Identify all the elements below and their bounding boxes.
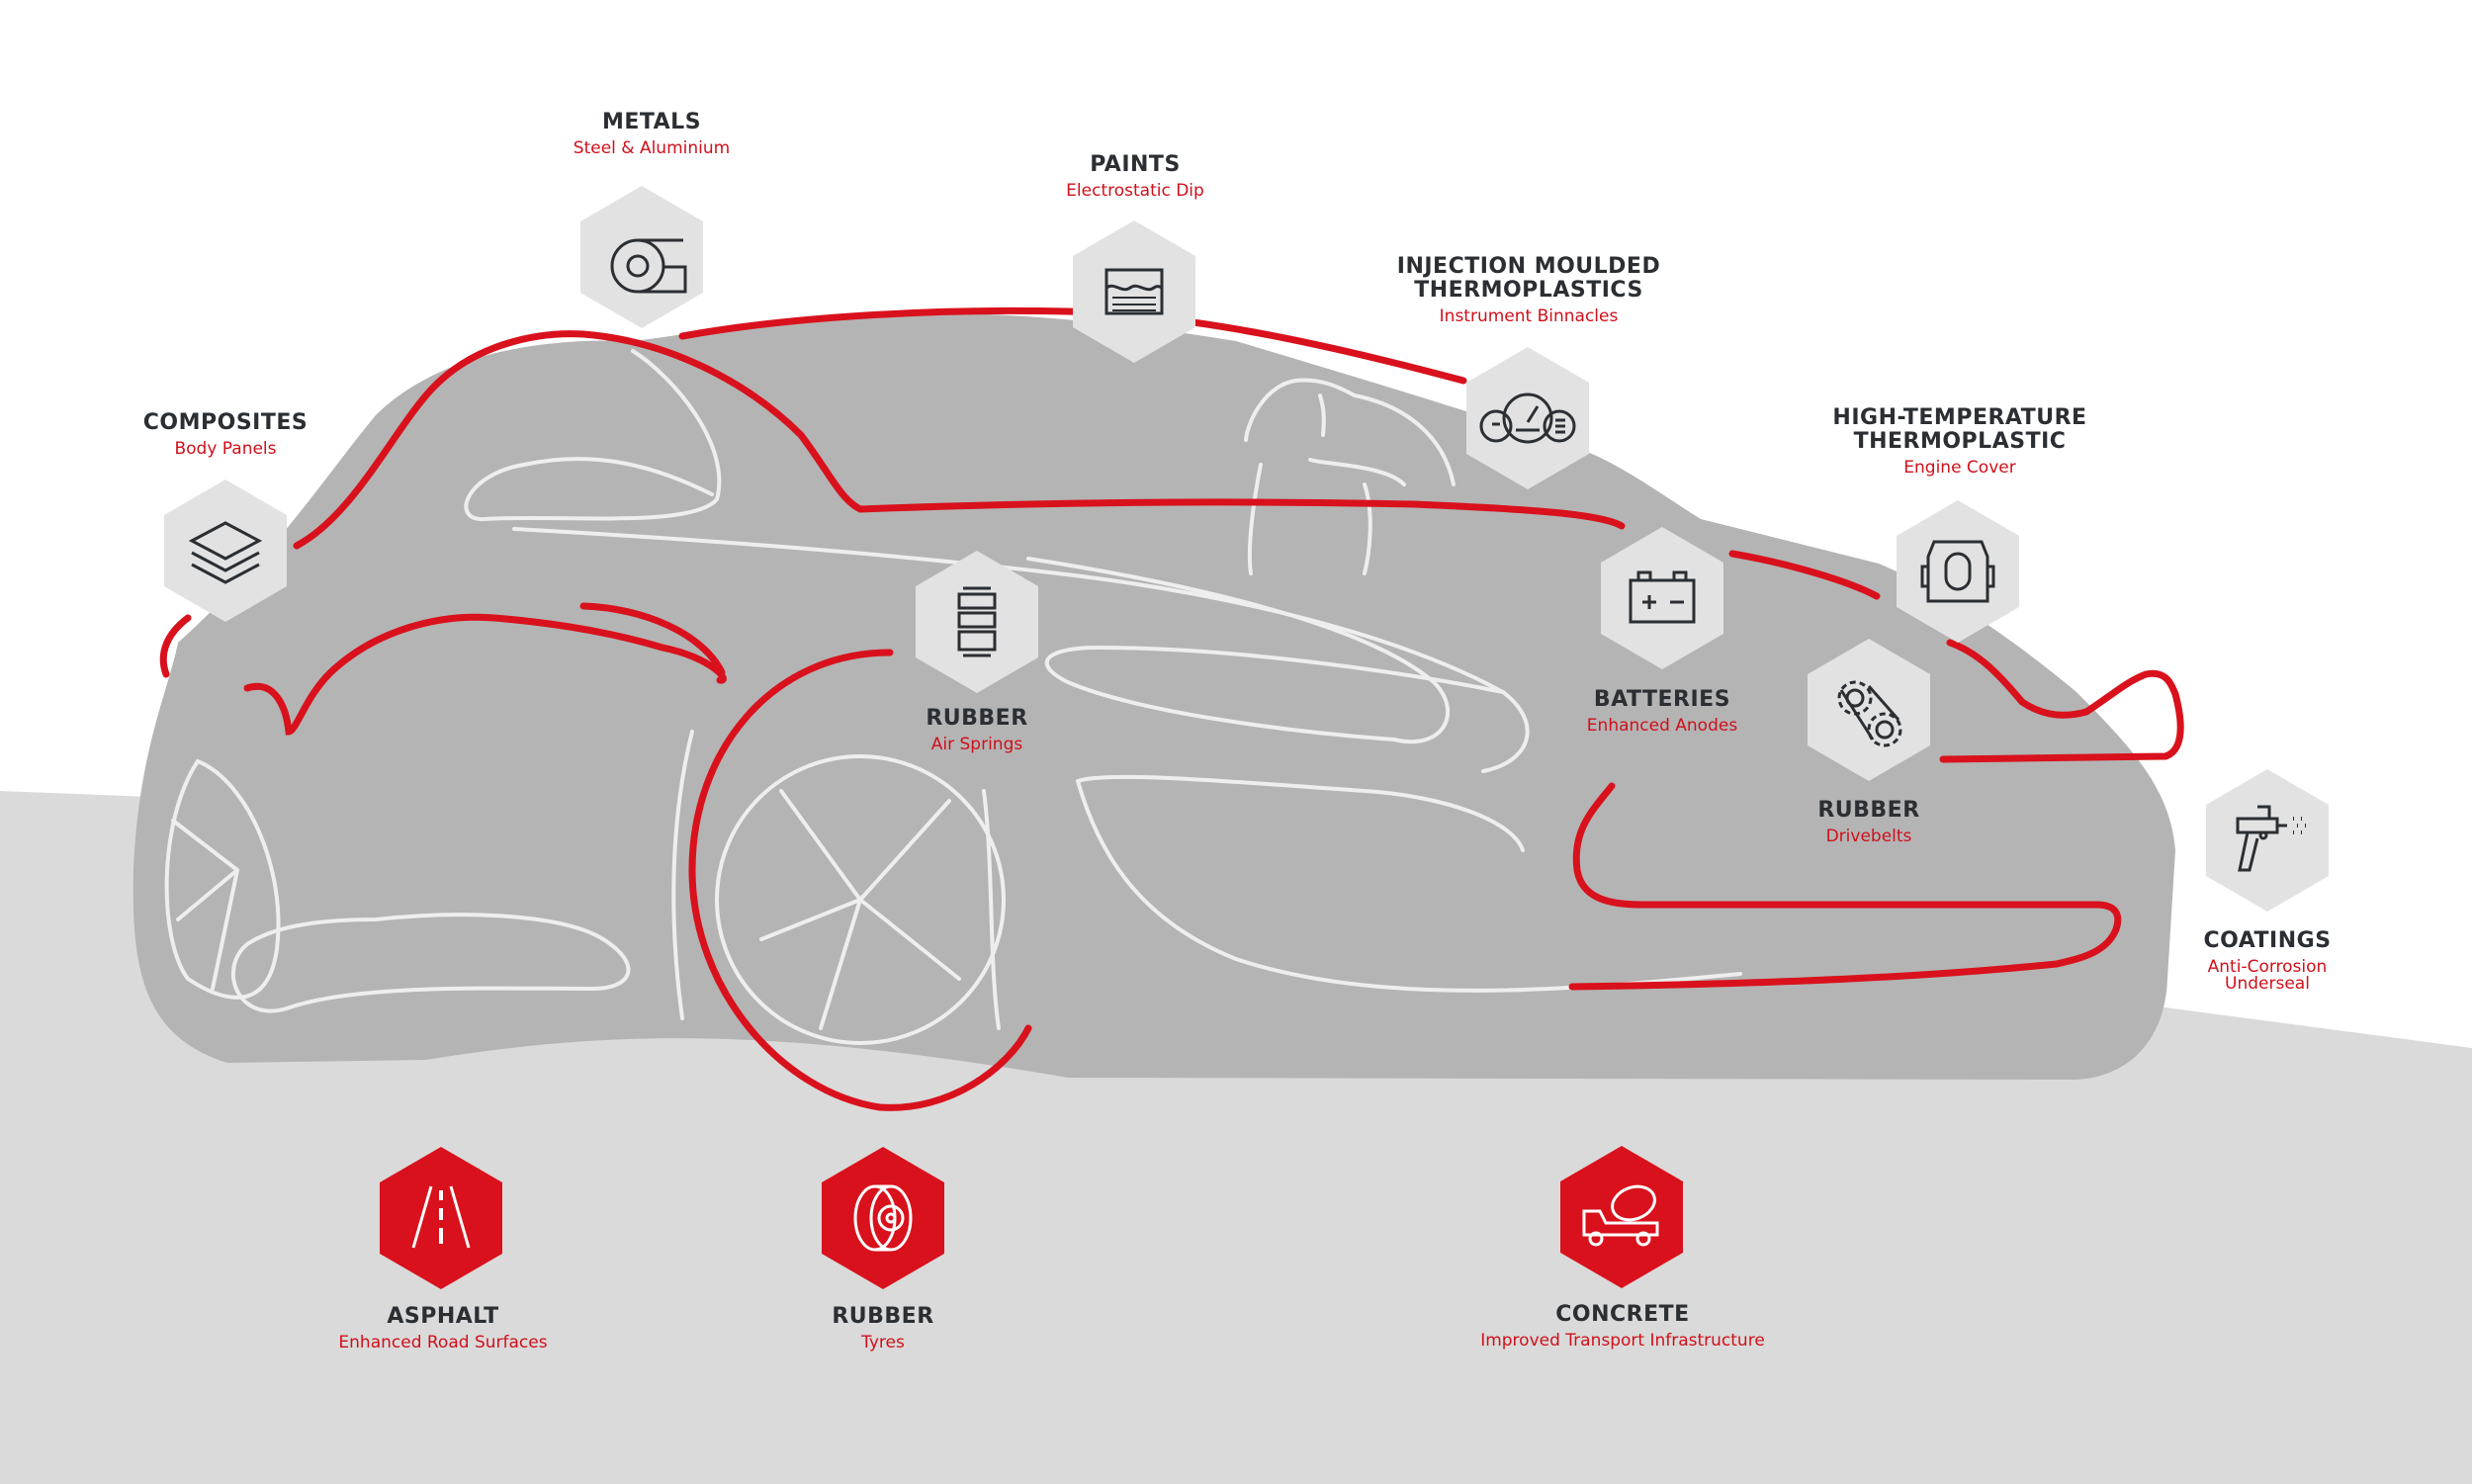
tyre-icon xyxy=(853,1184,913,1252)
hex-composites xyxy=(164,480,287,622)
paints-subtitle: Electrostatic Dip xyxy=(1066,181,1204,201)
concrete-title: CONCRETE xyxy=(1555,1302,1690,1327)
metals-subtitle: Steel & Aluminium xyxy=(573,138,731,158)
battery-icon xyxy=(1629,570,1696,624)
metals-title: METALS xyxy=(601,110,702,134)
gears-icon xyxy=(1837,680,1902,747)
coatings-title: COATINGS xyxy=(2203,928,2332,953)
high-temp-title: HIGH-TEMPERATURE THERMOPLASTIC xyxy=(1832,405,2087,454)
injection-subtitle: Instrument Binnacles xyxy=(1439,306,1619,326)
hex-asphalt xyxy=(380,1147,502,1289)
batteries-subtitle: Enhanced Anodes xyxy=(1586,716,1738,736)
hex-concrete xyxy=(1560,1146,1683,1288)
concrete-subtitle: Improved Transport Infrastructure xyxy=(1480,1331,1765,1351)
label-asphalt: ASPHALT Enhanced Road Surfaces xyxy=(235,1305,651,1352)
label-drivebelts: RUBBER Drivebelts xyxy=(1661,799,2076,845)
highlight-lines xyxy=(159,306,2184,1111)
tyres-subtitle: Tyres xyxy=(861,1333,905,1353)
label-coatings: COATINGS Anti-Corrosion Underseal xyxy=(2060,929,2472,993)
injection-title: INJECTION MOULDED THERMOPLASTICS xyxy=(1396,254,1661,303)
paint-bath-icon xyxy=(1104,268,1164,315)
hex-drivebelts xyxy=(1808,639,1930,781)
road-icon xyxy=(411,1185,471,1249)
layers-icon xyxy=(188,521,263,584)
engine-cover-icon xyxy=(1920,540,1995,603)
hex-tyres xyxy=(822,1147,944,1289)
air-springs-title: RUBBER xyxy=(926,706,1028,731)
label-paints: PAINTS Electrostatic Dip xyxy=(927,153,1343,200)
air-springs-subtitle: Air Springs xyxy=(930,735,1023,754)
hex-high-temp xyxy=(1897,500,2019,643)
label-metals: METALS Steel & Aluminium xyxy=(444,111,859,157)
label-batteries: BATTERIES Enhanced Anodes xyxy=(1455,688,1870,735)
hex-metals xyxy=(580,186,703,328)
asphalt-subtitle: Enhanced Road Surfaces xyxy=(338,1333,548,1353)
gauge-icon xyxy=(1479,393,1576,444)
coil-icon xyxy=(610,238,687,294)
composites-subtitle: Body Panels xyxy=(174,439,277,459)
drivebelts-title: RUBBER xyxy=(1817,798,1920,823)
label-air-springs: RUBBER Air Springs xyxy=(769,707,1185,753)
mixer-truck-icon xyxy=(1582,1184,1659,1247)
label-concrete: CONCRETE Improved Transport Infrastructu… xyxy=(1415,1303,1830,1350)
composites-title: COMPOSITES xyxy=(142,410,309,435)
hex-air-springs xyxy=(916,551,1038,693)
label-injection: INJECTION MOULDED THERMOPLASTICS Instrum… xyxy=(1321,255,1736,325)
car-body xyxy=(132,312,2175,1080)
car-detail-lines xyxy=(164,349,1742,1045)
label-high-temp: HIGH-TEMPERATURE THERMOPLASTIC Engine Co… xyxy=(1752,406,2167,477)
hex-batteries xyxy=(1601,527,1723,669)
air-spring-icon xyxy=(957,586,997,657)
tyres-title: RUBBER xyxy=(832,1304,934,1329)
hex-injection xyxy=(1466,347,1589,489)
label-composites: COMPOSITES Body Panels xyxy=(18,411,433,458)
asphalt-title: ASPHALT xyxy=(387,1304,499,1329)
drivebelts-subtitle: Drivebelts xyxy=(1825,827,1912,846)
paints-title: PAINTS xyxy=(1090,152,1181,177)
high-temp-subtitle: Engine Cover xyxy=(1903,458,2016,478)
hex-paints xyxy=(1073,220,1195,363)
batteries-title: BATTERIES xyxy=(1593,687,1731,712)
spray-gun-icon xyxy=(2236,805,2306,872)
hex-coatings xyxy=(2206,769,2329,912)
coatings-subtitle: Anti-Corrosion Underseal xyxy=(2207,957,2328,994)
label-tyres: RUBBER Tyres xyxy=(675,1305,1091,1352)
